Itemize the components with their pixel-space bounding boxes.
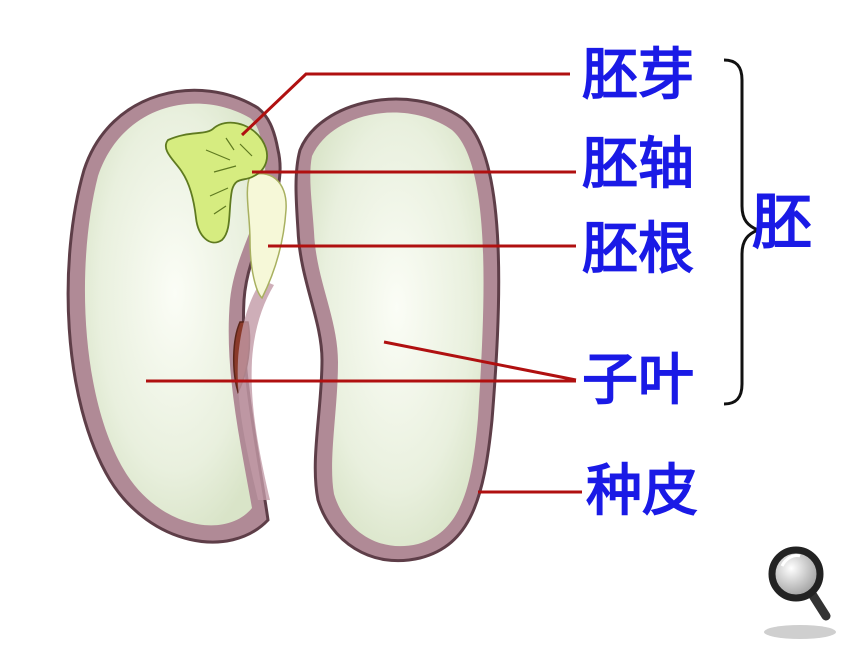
radicle-shape [246, 172, 287, 300]
right-seed-half [294, 97, 501, 563]
cotyledon-right [310, 112, 484, 547]
label-seed-coat: 种皮 [586, 459, 698, 524]
label-hypocotyl: 胚轴 [582, 132, 694, 197]
label-radicle: 胚根 [582, 217, 694, 282]
embryo-brace [723, 58, 763, 406]
plumule-leaves [165, 121, 268, 244]
micropyle-groove [237, 280, 274, 500]
plumule-veins [205, 137, 253, 215]
magnifier-icon[interactable] [764, 546, 836, 639]
embryo [165, 121, 287, 300]
label-embryo: 胚 [752, 188, 812, 258]
label-plumule: 胚芽 [582, 43, 694, 108]
leader-line-plumule [240, 72, 570, 137]
leader-line-cotyledon-right [383, 340, 577, 382]
label-cotyledon: 子叶 [582, 348, 694, 413]
leader-lines [146, 72, 582, 494]
